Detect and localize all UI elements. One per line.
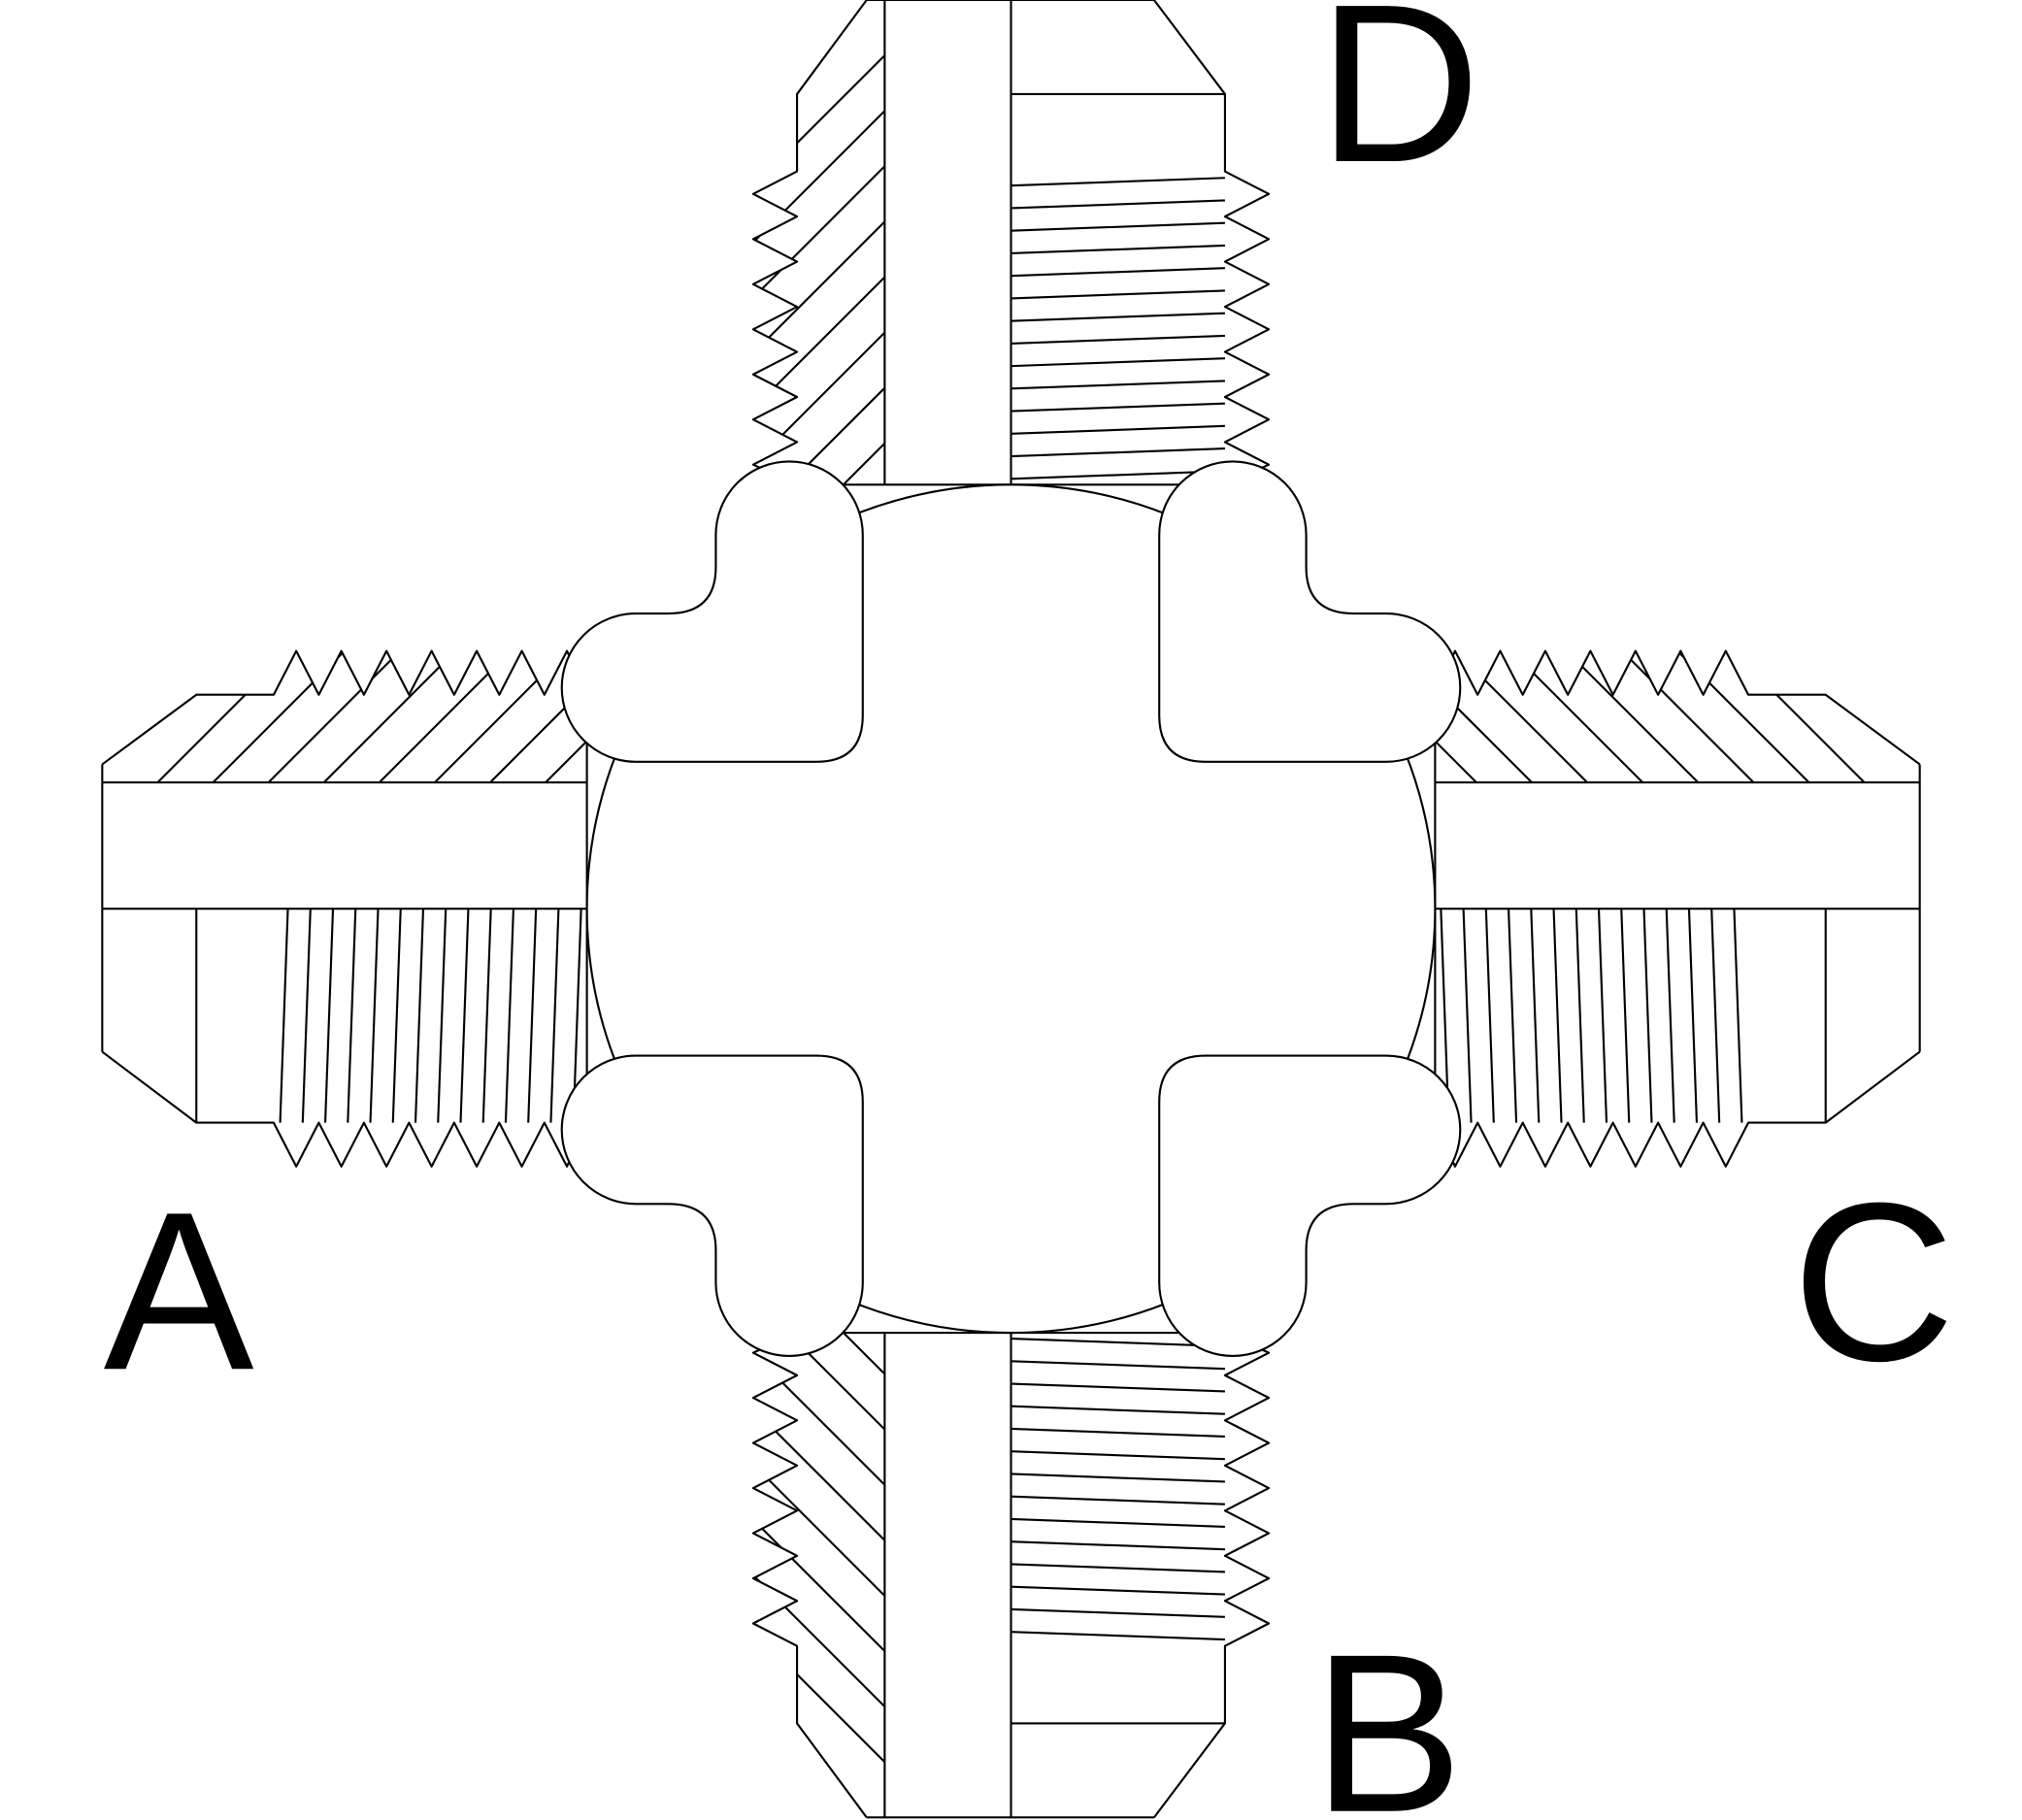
body-lobes (560, 460, 1462, 1357)
body-lobe-top-right (1158, 460, 1462, 763)
label-a: A (104, 1166, 254, 1417)
label-d: D (1318, 0, 1481, 210)
body-lobe-bottom-left (560, 1054, 864, 1357)
body-lobe-top-left (560, 460, 864, 763)
label-b: B (1312, 1608, 1463, 1820)
label-c: C (1792, 1157, 1955, 1408)
body-lobe-bottom-right (1158, 1054, 1462, 1357)
